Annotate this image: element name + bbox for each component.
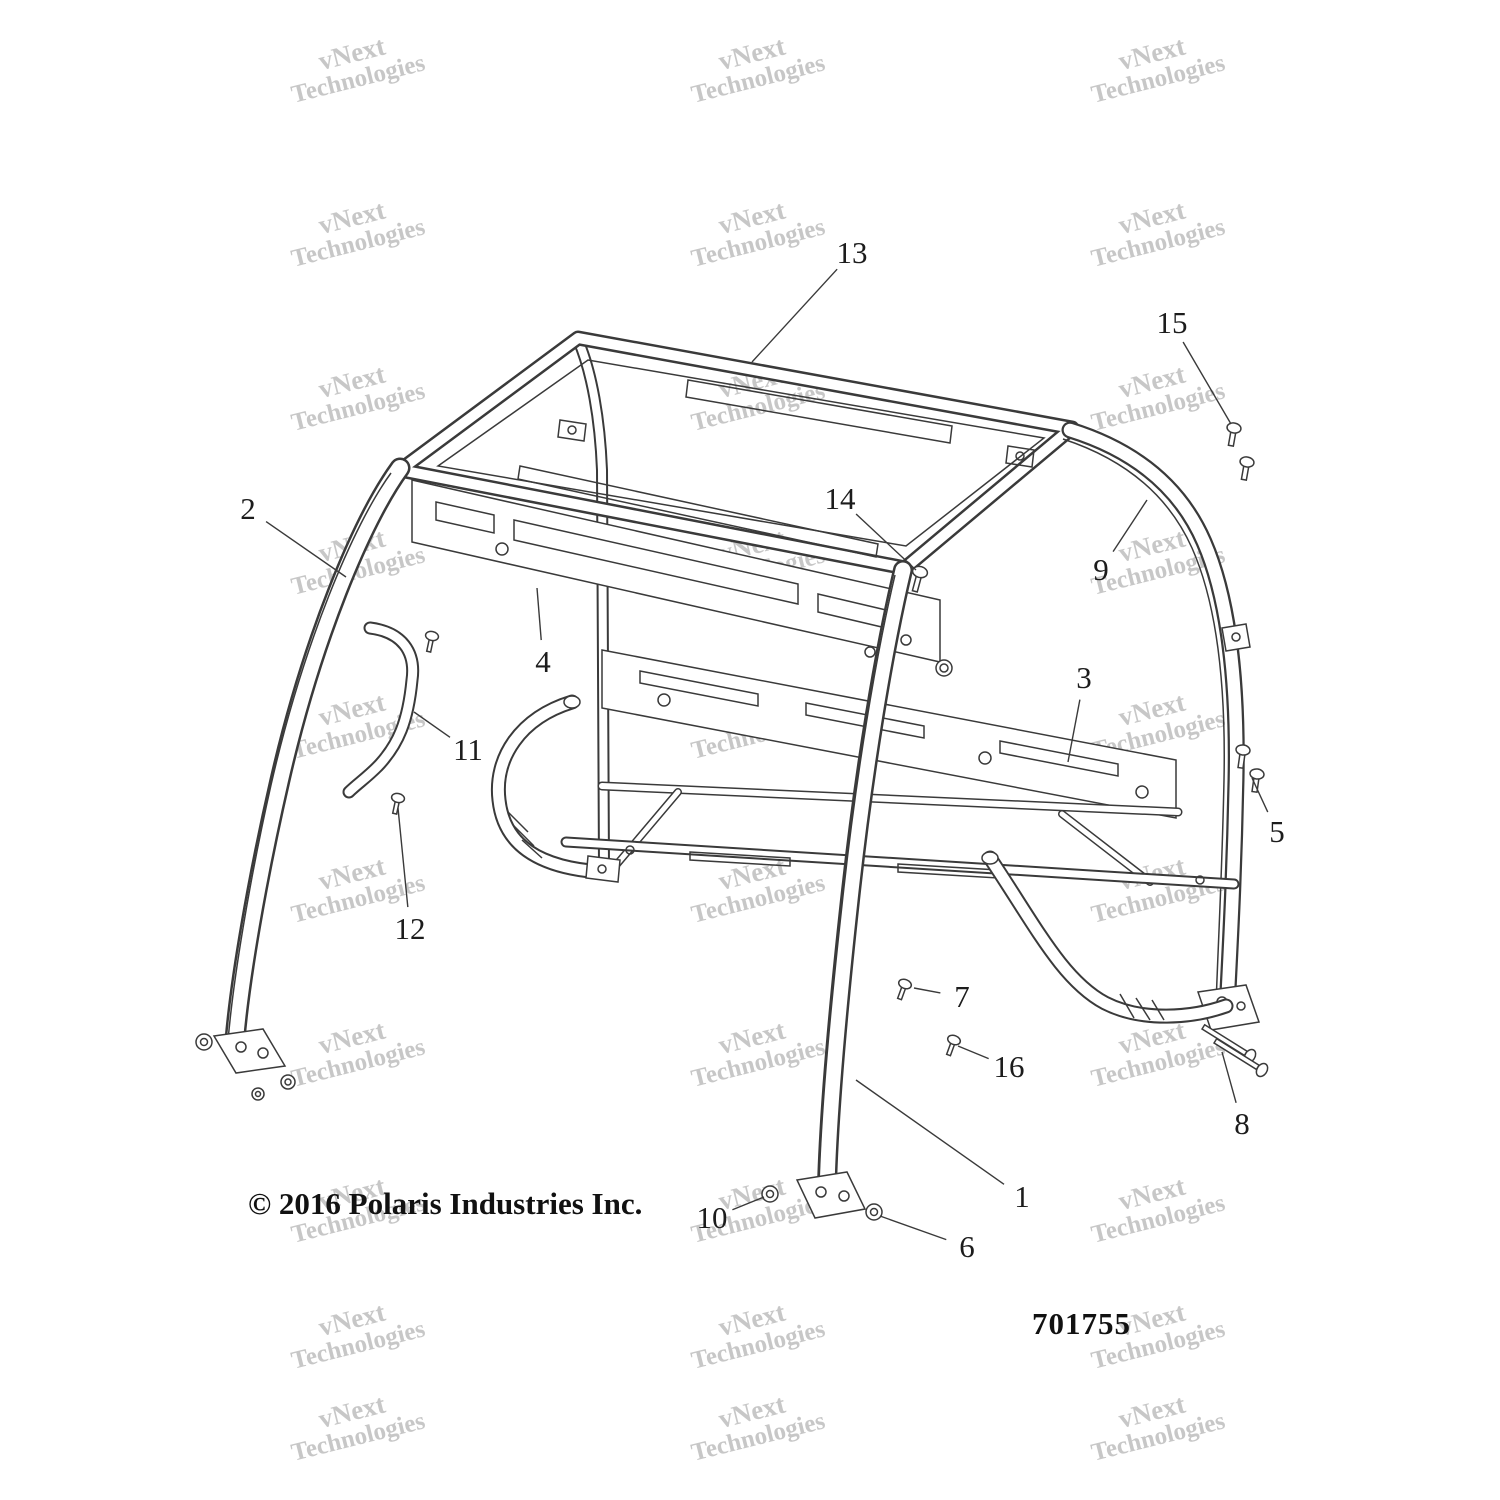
leader-line-4 [536, 587, 542, 641]
callout-7: 7 [954, 979, 970, 1014]
callout-12: 12 [394, 911, 426, 946]
bolt-item-15a [1226, 422, 1242, 448]
leader-line-7 [913, 987, 941, 994]
pin-left-foot-c [251, 1087, 265, 1101]
copyright-text: © 2016 Polaris Industries Inc. [248, 1186, 643, 1221]
grab-handle [342, 621, 420, 799]
leader-line-1 [855, 1079, 1005, 1185]
leader-line-15 [1182, 341, 1232, 425]
callout-16: 16 [993, 1049, 1025, 1084]
leader-line-6 [879, 1215, 947, 1241]
pin-item-10 [761, 1185, 779, 1203]
leader-line-5 [1251, 777, 1269, 813]
screw-item-7 [896, 978, 913, 1001]
rear-panel [601, 649, 1177, 819]
screw-item-16 [945, 1034, 962, 1057]
leader-line-3 [1067, 699, 1081, 763]
leader-line-2 [265, 520, 347, 578]
fasteners [195, 422, 1269, 1221]
leader-line-9 [1112, 499, 1148, 552]
pin-left-foot-b [280, 1074, 296, 1090]
leader-line-16 [957, 1045, 989, 1060]
bolt-item-5a [1235, 744, 1251, 770]
pin-item-6 [865, 1203, 883, 1221]
front-left-foot-plate [212, 1028, 287, 1074]
front-right-pillar [795, 560, 913, 1219]
callout-9: 9 [1093, 552, 1109, 587]
rear-right-pillar [1061, 421, 1261, 1031]
rear-lower-tube [981, 850, 1234, 1024]
bolt-item-8b [1212, 1037, 1269, 1078]
bolt-item-15b [1239, 456, 1255, 482]
leader-line-14 [855, 513, 917, 571]
callout-2: 2 [240, 491, 256, 526]
leader-line-13 [751, 268, 838, 363]
front-left-pillar [212, 457, 411, 1074]
nut-item-14 [935, 659, 953, 677]
bench-frame [560, 781, 1240, 890]
callout-11: 11 [453, 732, 483, 767]
leader-line-12 [397, 807, 409, 908]
front-lower-tube [490, 694, 621, 883]
leader-line-10 [732, 1196, 765, 1211]
callout-1: 1 [1014, 1179, 1030, 1214]
diagram-number: 701755 [1032, 1306, 1131, 1341]
leader-line-8 [1221, 1051, 1237, 1103]
bolt-item-8a [1200, 1023, 1257, 1064]
bolt-item-14 [911, 565, 929, 593]
callout-15: 15 [1156, 305, 1188, 340]
pin-left-foot-a [195, 1033, 213, 1051]
callout-10: 10 [696, 1200, 728, 1235]
front-right-foot-plate [795, 1171, 867, 1219]
rear-left-pillar [572, 334, 610, 874]
roof-front-slot [517, 465, 879, 558]
callout-5: 5 [1269, 814, 1285, 849]
screw-item-12 [390, 792, 406, 815]
leader-line-11 [413, 711, 451, 738]
screw-handle-upper [424, 630, 440, 653]
callout-3: 3 [1076, 660, 1092, 695]
callout-14: 14 [824, 481, 856, 516]
roof-rear-slot [685, 379, 953, 444]
callout-6: 6 [959, 1229, 975, 1264]
callout-8: 8 [1234, 1106, 1250, 1141]
callout-4: 4 [535, 644, 551, 679]
callout-13: 13 [836, 235, 868, 270]
